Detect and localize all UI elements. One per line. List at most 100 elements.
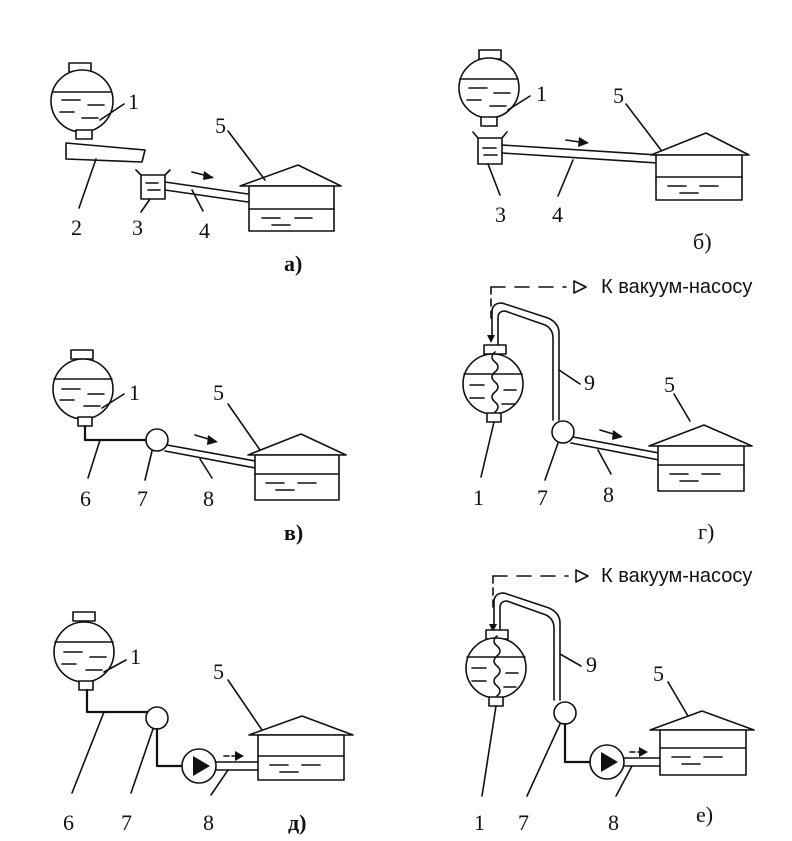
panel-b: 1 3 4 5 б) xyxy=(458,49,750,254)
storage-tank-5 xyxy=(650,132,750,201)
label-1: 1 xyxy=(128,89,139,114)
tank-1 xyxy=(462,344,524,423)
label-5: 5 xyxy=(664,372,675,397)
leader-1 xyxy=(480,421,495,478)
leader-5 xyxy=(227,403,261,451)
pipe-9 xyxy=(493,592,561,701)
label-5: 5 xyxy=(653,661,664,686)
leader-3 xyxy=(487,163,501,196)
label-4: 4 xyxy=(552,202,563,227)
tank-1 xyxy=(458,49,520,127)
label-6: 6 xyxy=(80,486,91,511)
label-7: 7 xyxy=(537,485,548,510)
tank-1 xyxy=(52,349,114,427)
separator-7 xyxy=(551,420,575,444)
label-2: 2 xyxy=(71,215,82,240)
pipe-4 xyxy=(164,181,249,203)
storage-tank-5 xyxy=(247,433,347,501)
pipe-8 xyxy=(570,436,660,461)
leader-7 xyxy=(526,723,561,797)
tank-1 xyxy=(465,629,527,707)
label-8: 8 xyxy=(608,810,619,835)
panel-d: 1 6 7 8 5 д) xyxy=(53,611,354,835)
leader-1 xyxy=(99,103,125,121)
vacuum-pump-label: К вакуум-насосу xyxy=(601,565,752,587)
leader-6 xyxy=(71,711,105,794)
receiver-3 xyxy=(472,131,508,165)
leader-5 xyxy=(227,679,263,731)
pipe-9 xyxy=(491,302,560,421)
leader-5 xyxy=(667,681,689,717)
pipe-suction xyxy=(155,727,185,768)
panel-caption: в) xyxy=(284,520,303,545)
panel-g: К вакуум-насосу 9 1 7 8 xyxy=(462,276,753,544)
tank-1 xyxy=(53,611,115,691)
label-7: 7 xyxy=(518,810,529,835)
label-1: 1 xyxy=(536,81,547,106)
leader-7 xyxy=(544,442,559,481)
storage-tank-5 xyxy=(239,164,342,232)
pump-icon xyxy=(589,744,625,780)
leader-6 xyxy=(87,439,101,479)
label-9: 9 xyxy=(584,370,595,395)
leader-1 xyxy=(103,659,127,673)
label-8: 8 xyxy=(603,482,614,507)
leader-4 xyxy=(557,159,574,197)
panel-caption: д) xyxy=(288,810,306,835)
leader-4 xyxy=(191,189,204,212)
label-7: 7 xyxy=(121,810,132,835)
label-1: 1 xyxy=(130,644,141,669)
label-6: 6 xyxy=(63,810,74,835)
flow-arrow xyxy=(191,171,214,180)
leader-8 xyxy=(597,449,612,475)
panel-caption: г) xyxy=(698,519,714,544)
vacuum-line: К вакуум-насосу xyxy=(487,276,752,343)
tank-1 xyxy=(50,62,114,140)
leader-8 xyxy=(615,765,633,797)
label-3: 3 xyxy=(495,202,506,227)
leader-9 xyxy=(558,369,581,385)
label-1: 1 xyxy=(474,810,485,835)
leader-5 xyxy=(673,393,691,422)
pipe-6 xyxy=(83,424,148,442)
label-9: 9 xyxy=(586,652,597,677)
leader-3 xyxy=(140,198,151,213)
leader-1 xyxy=(101,393,125,409)
label-3: 3 xyxy=(132,215,143,240)
pipe-6 xyxy=(85,688,150,714)
leader-5 xyxy=(625,103,662,151)
separator-7 xyxy=(145,428,169,452)
label-5: 5 xyxy=(213,659,224,684)
storage-tank-5 xyxy=(648,424,753,492)
separator-7 xyxy=(553,701,577,725)
label-5: 5 xyxy=(213,380,224,405)
panel-caption: б) xyxy=(693,229,712,254)
label-1: 1 xyxy=(129,380,140,405)
vacuum-line: К вакуум-насосу xyxy=(489,565,752,632)
label-4: 4 xyxy=(199,218,210,243)
panel-v: 1 6 7 8 5 в) xyxy=(52,349,347,545)
flow-arrow xyxy=(223,751,244,761)
pipe-4 xyxy=(501,144,659,164)
trough-2 xyxy=(65,142,146,163)
receiver-3 xyxy=(135,169,171,200)
label-5: 5 xyxy=(215,113,226,138)
pipe-8 xyxy=(215,761,261,771)
label-5: 5 xyxy=(613,83,624,108)
label-7: 7 xyxy=(137,486,148,511)
leader-1 xyxy=(507,95,531,111)
leader-7 xyxy=(144,450,153,481)
panel-a: 1 2 3 4 5 xyxy=(50,62,342,276)
leader-7 xyxy=(130,728,154,794)
vacuum-pump-label: К вакуум-насосу xyxy=(601,276,752,298)
flow-arrow xyxy=(599,429,623,440)
pipe-suction xyxy=(563,722,593,764)
pump-icon xyxy=(181,748,217,784)
flow-arrow xyxy=(194,434,218,445)
panel-e: К вакуум-насосу 9 1 7 xyxy=(465,565,755,835)
panel-caption: а) xyxy=(284,251,302,276)
label-1: 1 xyxy=(473,485,484,510)
flow-arrow xyxy=(565,137,589,147)
pipe-8 xyxy=(623,757,661,767)
